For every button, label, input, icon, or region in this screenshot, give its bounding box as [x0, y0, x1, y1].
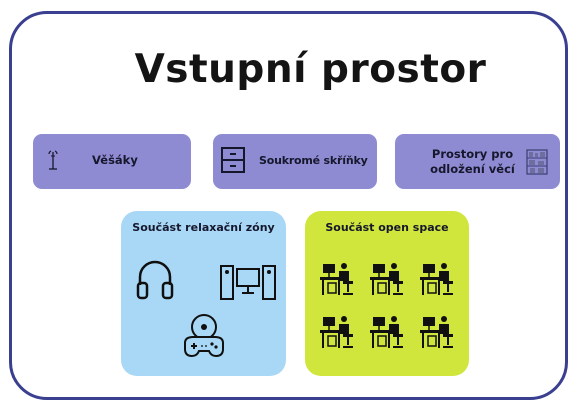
workstation-desk-icon — [319, 314, 357, 356]
tile-label-line-2: odložení věcí — [430, 162, 515, 176]
workstation-desk-icon — [319, 261, 357, 303]
workstation-desk-icon — [369, 261, 407, 303]
entrance-card-frame — [9, 11, 568, 400]
tile-label-private-lockers: Soukromé skříňky — [259, 154, 368, 167]
tile-private-lockers: Soukromé skříňky — [213, 134, 377, 189]
headphones-icon — [135, 257, 175, 305]
tile-storage-space: Prostory pro odložení věcí — [395, 134, 560, 189]
tile-label-line-1: Prostory pro — [431, 147, 514, 161]
locker-cabinet-icon — [220, 146, 246, 178]
tile-label-storage-space: Prostory pro odložení věcí — [420, 147, 525, 177]
computer-speakers-icon — [219, 263, 277, 307]
workstation-desk-icon — [369, 314, 407, 356]
page-title: Vstupní prostor — [134, 47, 487, 92]
tile-coat-racks: Věšáky — [33, 134, 191, 189]
storage-shelf-icon — [526, 149, 548, 179]
zone-relax: Součást relaxační zóny — [121, 211, 286, 376]
workstation-desk-icon — [419, 261, 457, 303]
game-controller-disc-icon — [179, 313, 229, 363]
tile-label-coat-racks: Věšáky — [92, 153, 138, 167]
zone-label-open-space: Součást open space — [325, 221, 449, 234]
zone-open-space: Součást open space — [305, 211, 469, 376]
coat-rack-icon — [46, 149, 60, 175]
zone-label-relax: Součást relaxační zóny — [132, 221, 275, 234]
workstation-desk-icon — [419, 314, 457, 356]
